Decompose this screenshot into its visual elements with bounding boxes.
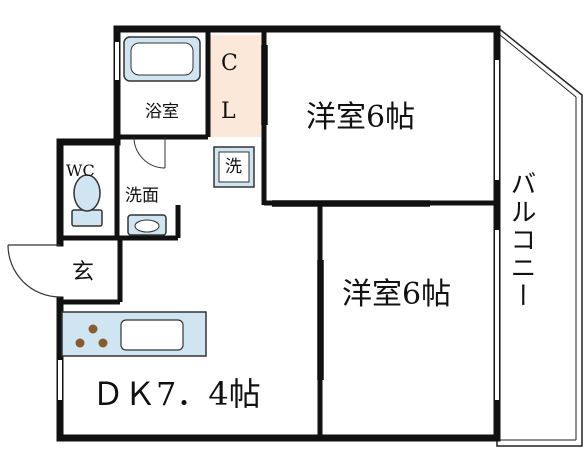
door-swing-icon — [133, 136, 166, 169]
sliding-doors — [261, 45, 430, 380]
room-label-dining-kitchen: ＤＫ7．4帖 — [92, 375, 261, 413]
room-label-western-1: 洋室6帖 — [306, 100, 416, 135]
windows — [58, 42, 499, 400]
interior-walls — [60, 29, 497, 438]
room-label-closet-c: C — [221, 51, 238, 76]
toilet-icon — [71, 174, 103, 227]
window-frames — [56, 42, 501, 400]
room-label-western-2: 洋室6帖 — [342, 277, 452, 312]
bathtub-icon — [123, 36, 201, 82]
closet-area — [208, 35, 264, 137]
room-label-toilet: WC — [66, 161, 95, 180]
room-label-bathroom: 浴室 — [145, 102, 179, 122]
room-label-balcony: バルコニー — [506, 170, 536, 310]
sink-icon — [127, 214, 167, 236]
kitchen-counter-icon — [61, 311, 207, 357]
washing-machine-icon — [213, 146, 255, 188]
room-label-entrance: 玄 — [72, 260, 95, 285]
balcony-inner-rail — [499, 34, 577, 98]
door-swing-icon — [7, 244, 61, 298]
room-label-washbasin: 洗面 — [125, 186, 159, 206]
room-label-laundry: 洗 — [225, 157, 242, 177]
room-label-closet-l: L — [221, 99, 236, 124]
